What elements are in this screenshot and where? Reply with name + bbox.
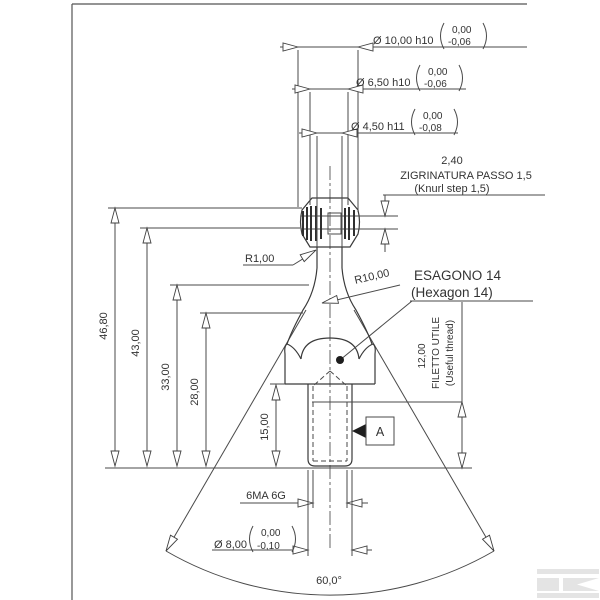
- dim-dia8-tol-plus: 0,00: [261, 528, 281, 539]
- hidden-thread: [312, 370, 348, 462]
- useful-thread-dimension: 12,00 FILETTO UTILE (Useful thread): [417, 302, 467, 470]
- stem-bell-right: [341, 247, 373, 345]
- dim-dia10-label: Ø 10,00 h10: [373, 35, 434, 47]
- dim-dia4-5-tol-minus: -0,08: [419, 123, 442, 134]
- dim-dia6-5-tol-minus: -0,06: [424, 79, 447, 90]
- part-outline: [284, 197, 462, 467]
- knurl-ticks: [302, 206, 355, 241]
- arc-arrow-right: [481, 534, 495, 552]
- thread-label-it: FILETTO UTILE: [431, 317, 442, 389]
- dim-dia8-label: Ø 8,00: [214, 539, 247, 551]
- dimension-arc: [165, 550, 495, 596]
- hex-body: [284, 337, 376, 385]
- cone-construction: [165, 309, 495, 596]
- threaded-stud: [307, 384, 353, 467]
- knurl-dimension: 2,40 ZIGRINATURA PASSO 1,5 (Knurl step 1…: [359, 155, 545, 252]
- leader-dot: [336, 356, 344, 364]
- hexagon-label-en: (Hexagon 14): [411, 285, 493, 300]
- knurl-center-mark: [327, 212, 342, 235]
- dim-dia4-5-tol-plus: 0,00: [423, 111, 443, 122]
- cone-angle-label: 60,0°: [316, 575, 342, 587]
- dim-dia4-5: Ø 4,50 h11 0,00 -0,08: [299, 108, 458, 247]
- height-28-00: 28,00: [189, 378, 201, 406]
- radius-r10-callout: R10,00: [321, 267, 401, 304]
- thread-length-label: 12,00: [417, 343, 428, 368]
- kramp-watermark: [537, 569, 599, 598]
- dim-dia6-5-label: Ø 6,50 h10: [356, 77, 410, 89]
- thread-spec-label: 6MA 6G: [246, 490, 286, 502]
- radius-r10-label: R10,00: [353, 267, 390, 287]
- height-46-80: 46,80: [98, 312, 110, 340]
- radius-r1-label: R1,00: [245, 253, 274, 265]
- dim-dia10-tol-plus: 0,00: [452, 25, 472, 36]
- datum-arrow: [352, 424, 366, 438]
- dim-thread-spec: 6MA 6G: [240, 470, 368, 508]
- radius-r1-callout: R1,00: [243, 249, 317, 266]
- knurl-height-label: 2,40: [441, 155, 462, 167]
- knurl-note-it: ZIGRINATURA PASSO 1,5: [400, 170, 532, 182]
- cone-line-left: [165, 309, 307, 552]
- dim-dia8-tol-minus: -0,10: [257, 541, 280, 552]
- hexagon-label-it: ESAGONO 14: [414, 268, 502, 283]
- datum-flag-a: A: [352, 416, 395, 446]
- dim-dia4-5-label: Ø 4,50 h11: [351, 121, 405, 133]
- thread-label-en: (Useful thread): [445, 320, 456, 386]
- ball-outline: [299, 197, 361, 248]
- dim-dia6-5-tol-plus: 0,00: [428, 67, 448, 78]
- height-33-00: 33,00: [160, 363, 172, 391]
- hexagon-callout: ESAGONO 14 (Hexagon 14): [336, 268, 533, 364]
- knurl-note-en: (Knurl step 1,5): [414, 183, 489, 195]
- height-43-00: 43,00: [130, 329, 142, 357]
- dim-dia10-tol-minus: -0,06: [448, 37, 471, 48]
- arc-arrow-left: [165, 534, 179, 552]
- height-dimensions: 46,80 43,00 33,00 28,00 15,00: [98, 206, 309, 468]
- drawing-frame: [71, 3, 527, 600]
- height-15-00: 15,00: [259, 413, 271, 441]
- dim-dia8: Ø 8,00 0,00 -0,10: [212, 470, 372, 556]
- dim-dia6-5: Ø 6,50 h10 0,00 -0,06: [292, 64, 466, 205]
- stem-bell-left: [286, 247, 318, 345]
- cone-line-right: [353, 309, 495, 552]
- datum-label: A: [376, 425, 385, 439]
- dim-dia10: Ø 10,00 h10 0,00 -0,06: [280, 22, 527, 212]
